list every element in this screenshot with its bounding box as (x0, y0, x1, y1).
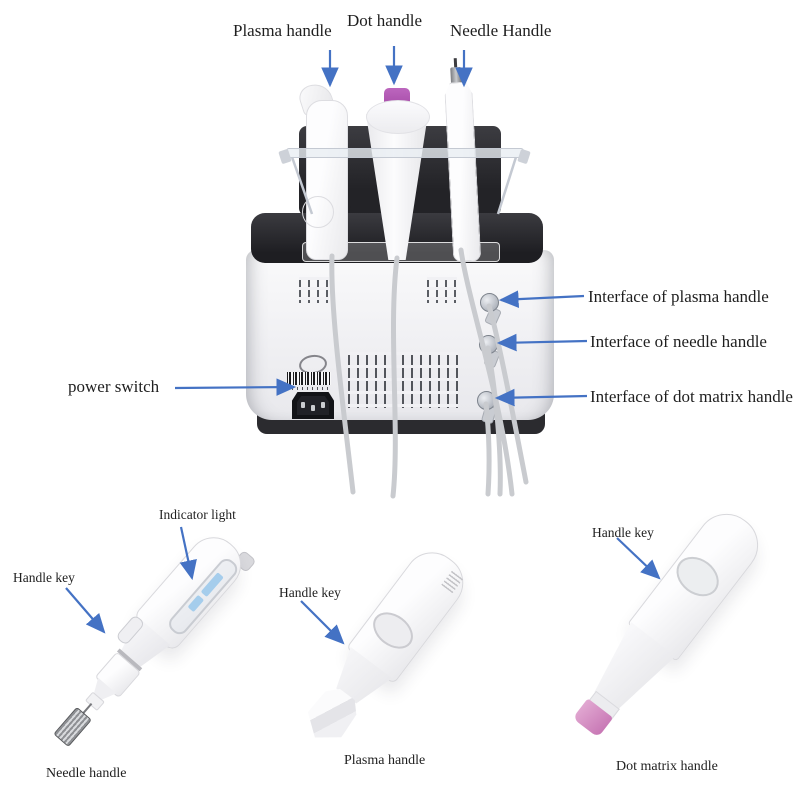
socket-pin (321, 402, 325, 408)
arrow-interface-dot-matrix (494, 388, 588, 407)
port-cable-1 (486, 303, 529, 485)
arrow-handle-key-needle (65, 587, 106, 634)
arrow-interface-plasma (498, 290, 585, 308)
needle-handle-cable (458, 247, 515, 497)
arrow-handle-key-dot (616, 537, 661, 580)
vent-grid-left (299, 277, 329, 303)
caption-plasma-handle: Plasma handle (344, 753, 426, 768)
power-socket-inner (297, 396, 329, 415)
holder-support (290, 156, 314, 215)
label-dot-handle: Dot handle (347, 11, 423, 30)
label-interface-dot-matrix: Interface of dot matrix handle (590, 387, 793, 406)
barcode-digits (287, 387, 331, 390)
arrow-interface-needle (496, 333, 588, 352)
holder-support (496, 156, 518, 215)
label-interface-plasma: Interface of plasma handle (588, 287, 769, 306)
docked-plasma-handle-detail (302, 196, 334, 228)
arrow-handle-key-plasma (300, 600, 345, 645)
arrow-indicator-light (179, 526, 197, 581)
caption-dot-matrix-handle: Dot matrix handle (616, 759, 718, 774)
label-plasma-handle: Plasma handle (233, 21, 332, 40)
docked-plasma-handle (306, 100, 348, 260)
label-handle-key-plasma: Handle key (279, 585, 341, 600)
vent-grid-center (348, 352, 458, 408)
arrow-power-switch (174, 378, 297, 396)
label-handle-key-needle: Handle key (13, 570, 75, 585)
label-needle-handle: Needle Handle (450, 21, 552, 40)
docked-dot-handle-shoulder (366, 100, 430, 134)
barcode (287, 372, 331, 385)
port-cable-3 (483, 401, 492, 497)
label-interface-needle: Interface of needle handle (590, 332, 767, 351)
label-power-switch: power switch (68, 377, 160, 396)
socket-pin (311, 405, 315, 411)
socket-pin (301, 402, 305, 408)
port-cable-2 (485, 345, 503, 497)
label-indicator-light: Indicator light (159, 507, 236, 522)
dot-handle-cable (390, 255, 400, 499)
plasma-handle-cable (329, 253, 356, 495)
caption-needle-handle: Needle handle (46, 766, 127, 781)
label-handle-key-dot: Handle key (592, 525, 654, 540)
power-switch-socket (292, 392, 334, 419)
vent-grid-right (427, 277, 457, 303)
